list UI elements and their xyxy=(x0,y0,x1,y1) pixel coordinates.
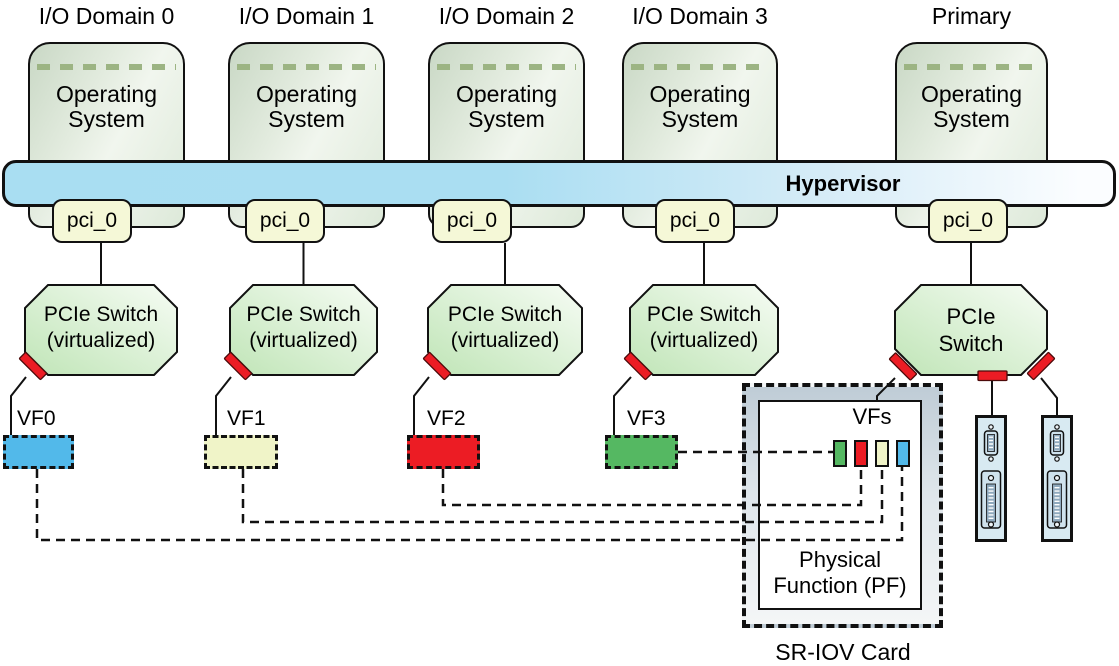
pci0-primary: pci_0 xyxy=(928,199,1008,243)
card-connectors-icon xyxy=(980,424,1002,529)
os-dashed-strip xyxy=(904,64,1039,70)
red-port-marker-2 xyxy=(422,351,452,381)
pci0-domain1: pci_0 xyxy=(245,199,325,243)
pci0-domain0: pci_0 xyxy=(52,199,132,243)
switch-label-line2: (virtualized) xyxy=(450,329,560,352)
os-dashed-strip xyxy=(437,64,576,70)
physical-function-label: Physical Function (PF) xyxy=(760,547,920,599)
switch-label-2: PCIe Switch (virtualized) xyxy=(428,302,582,354)
pcie-card-1 xyxy=(975,415,1007,542)
os-label: Operating System xyxy=(255,81,357,132)
switch-label-line2: (virtualized) xyxy=(249,329,358,352)
red-port-marker-1 xyxy=(223,351,253,381)
red-port-marker-primary-center xyxy=(977,370,1008,382)
vf1-box xyxy=(204,435,278,469)
switch-label-line2: (virtualized) xyxy=(46,329,156,352)
os-dashed-strip xyxy=(631,64,769,70)
switch-label-line2: Switch xyxy=(938,331,1004,356)
switch-label-line1: PCIe Switch xyxy=(447,303,563,326)
os-dashed-strip xyxy=(37,64,176,70)
switch-label-0: PCIe Switch (virtualized) xyxy=(25,302,177,354)
red-port-marker-0 xyxy=(18,351,48,381)
switch-label-3: PCIe Switch (virtualized) xyxy=(630,302,778,354)
pf-label-line1: Physical xyxy=(799,547,881,572)
primary-domain-title: Primary xyxy=(931,3,1012,29)
vf1-label: VF1 xyxy=(227,407,266,430)
pcie-card-2 xyxy=(1041,415,1073,542)
domain1-title: I/O Domain 1 xyxy=(238,3,375,29)
switch-label-primary: PCIe Switch xyxy=(895,303,1047,357)
os-label: Operating System xyxy=(649,81,751,132)
vfs-group-label: VFs xyxy=(852,404,892,429)
card-connectors-icon xyxy=(1046,424,1068,529)
os-label: Operating System xyxy=(455,81,557,132)
switch-label-line1: PCIe Switch xyxy=(43,303,159,326)
os-label: Operating System xyxy=(920,81,1022,132)
pf-label-line2: Function (PF) xyxy=(773,573,907,598)
sriov-card-caption: SR-IOV Card xyxy=(775,639,911,665)
vf0-label: VF0 xyxy=(17,407,56,430)
switch-label-line1: PCIe xyxy=(946,304,996,329)
hypervisor-bar: Hypervisor xyxy=(2,160,1116,207)
switch-label-1: PCIe Switch (virtualized) xyxy=(230,302,377,354)
vf-slot-red xyxy=(854,440,868,467)
os-dashed-strip xyxy=(237,64,376,70)
switch-label-line1: PCIe Switch xyxy=(646,303,762,326)
vf-slot-green xyxy=(833,440,847,467)
vf0-box xyxy=(3,435,74,469)
switch-label-line2: (virtualized) xyxy=(649,329,759,352)
red-port-marker-3 xyxy=(623,351,653,381)
os-label: Operating System xyxy=(55,81,157,132)
vf2-label: VF2 xyxy=(427,407,466,430)
switch-label-line1: PCIe Switch xyxy=(246,303,361,326)
domain0-title: I/O Domain 0 xyxy=(38,3,175,29)
pci0-domain3: pci_0 xyxy=(655,199,735,243)
hypervisor-label: Hypervisor xyxy=(785,170,901,196)
pci0-domain2: pci_0 xyxy=(432,199,512,243)
domain3-title: I/O Domain 3 xyxy=(632,3,768,29)
vf-slot-cream xyxy=(875,440,889,467)
vf-slot-blue xyxy=(895,440,910,467)
vf3-label: VF3 xyxy=(627,407,666,430)
vf2-box xyxy=(407,435,480,469)
vf3-box xyxy=(605,435,678,469)
domain2-title: I/O Domain 2 xyxy=(438,3,575,29)
